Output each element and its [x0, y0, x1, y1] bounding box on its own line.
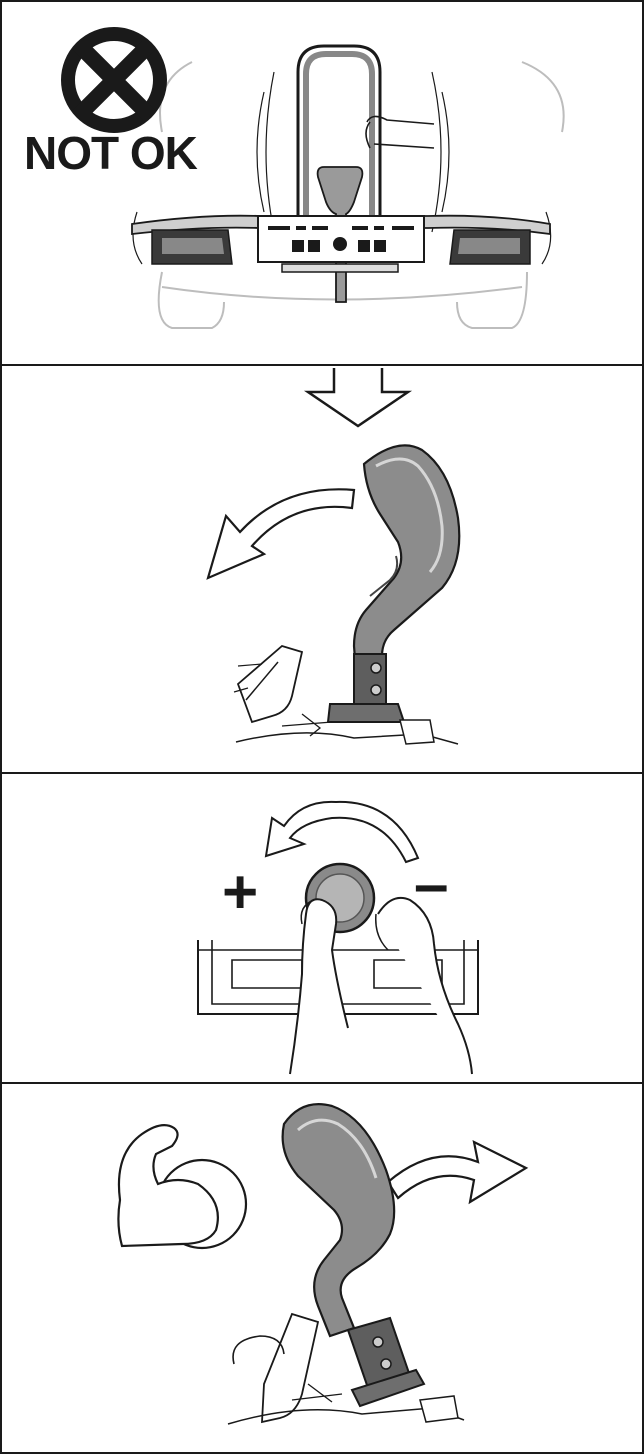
panel-release-lever: [2, 366, 644, 772]
lever-tighten-illustration: [2, 1084, 644, 1454]
x-circle-icon: [54, 22, 174, 140]
panel-tighten-lever: [2, 1084, 644, 1454]
not-ok-warning-label: NOT OK: [24, 130, 197, 176]
panel-not-ok: NOT OK: [2, 2, 644, 364]
plus-symbol: +: [222, 862, 258, 924]
panel-adjust-knob: + –: [2, 774, 644, 1082]
minus-symbol: –: [414, 854, 448, 916]
knob-turn-icon: [266, 800, 418, 864]
rotate-left-arrow-icon: [208, 490, 358, 580]
flexed-arm-strength-icon: [118, 1125, 246, 1248]
